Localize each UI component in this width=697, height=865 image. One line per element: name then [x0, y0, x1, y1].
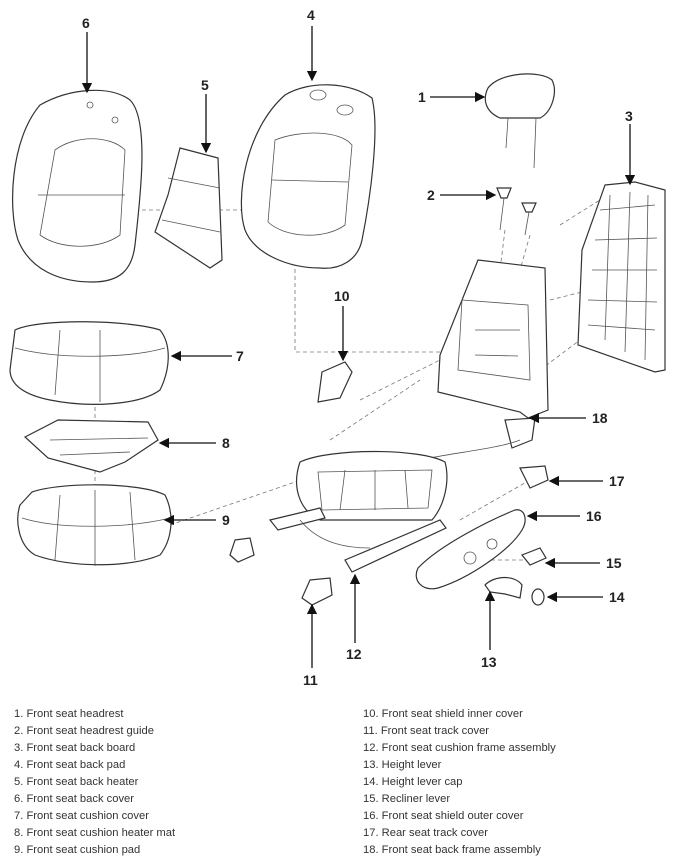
legend-item: 16. Front seat shield outer cover — [363, 810, 524, 822]
front-seat-cushion-frame-assembly — [268, 450, 448, 573]
legend-item: 6. Front seat back cover — [14, 793, 135, 805]
callout-14: 14 — [609, 589, 625, 605]
exploded-seat-diagram: 1 2 3 4 5 6 7 8 9 10 11 12 13 14 15 16 1… — [9, 7, 666, 688]
callout-4: 4 — [307, 7, 315, 23]
legend-item: 18. Front seat back frame assembly — [363, 844, 541, 856]
leader-arrows — [81, 26, 636, 668]
front-seat-headrest — [484, 73, 555, 169]
callout-2: 2 — [427, 187, 435, 203]
front-seat-back-pad — [240, 84, 376, 269]
legend-item: 8. Front seat cushion heater mat — [14, 827, 176, 839]
legend-item: 4. Front seat back pad — [14, 759, 126, 771]
diagram-canvas: 1 2 3 4 5 6 7 8 9 10 11 12 13 14 15 16 1… — [9, 7, 666, 688]
callout-15: 15 — [606, 555, 622, 571]
legend-item: 12. Front seat cushion frame assembly — [363, 742, 556, 754]
front-seat-headrest-guide — [496, 187, 537, 236]
front-seat-cushion-pad — [17, 484, 172, 566]
front-seat-back-board — [577, 181, 666, 373]
legend-item: 14. Height lever cap — [363, 776, 463, 788]
callout-6: 6 — [82, 15, 90, 31]
parts-legend: 1. Front seat headrest 2. Front seat hea… — [0, 700, 697, 865]
callout-17: 17 — [609, 473, 625, 489]
front-seat-track-cover — [229, 537, 333, 606]
legend-item: 11. Front seat track cover — [363, 725, 490, 737]
legend-right-column: 10. Front seat shield inner cover 11. Fr… — [363, 706, 556, 859]
legend-item: 10. Front seat shield inner cover — [363, 708, 523, 720]
callout-9: 9 — [222, 512, 230, 528]
height-lever — [484, 576, 523, 599]
legend-item: 15. Recliner lever — [363, 793, 451, 805]
front-seat-back-cover — [12, 89, 143, 283]
front-seat-back-heater — [154, 147, 223, 269]
callout-11: 11 — [303, 672, 318, 688]
callout-16: 16 — [586, 508, 602, 524]
legend-item: 1. Front seat headrest — [14, 708, 124, 720]
legend-item: 9. Front seat cushion pad — [14, 844, 141, 856]
front-seat-cushion-cover — [9, 321, 169, 405]
legend-item: 2. Front seat headrest guide — [14, 725, 154, 737]
callout-8: 8 — [222, 435, 230, 451]
callout-10: 10 — [334, 288, 350, 304]
legend-item: 7. Front seat cushion cover — [14, 810, 149, 822]
legend-item: 13. Height lever — [363, 759, 442, 771]
front-seat-shield-outer-cover — [415, 509, 526, 590]
legend-item: 5. Front seat back heater — [14, 776, 139, 788]
recliner-lever — [521, 547, 547, 566]
rear-seat-track-cover — [519, 465, 549, 489]
legend-left-column: 1. Front seat headrest 2. Front seat hea… — [14, 706, 175, 859]
front-seat-cushion-heater-mat — [23, 419, 159, 473]
callout-1: 1 — [418, 89, 426, 105]
callout-5: 5 — [201, 77, 209, 93]
legend-item: 3. Front seat back board — [14, 742, 136, 754]
front-seat-shield-inner-cover — [317, 361, 353, 403]
callout-12: 12 — [346, 646, 362, 662]
callout-13: 13 — [481, 654, 497, 670]
front-seat-back-frame-assembly — [429, 259, 549, 459]
callout-7: 7 — [236, 348, 244, 364]
callout-18: 18 — [592, 410, 608, 426]
callout-3: 3 — [625, 108, 633, 124]
height-lever-cap — [531, 588, 545, 606]
legend-item: 17. Rear seat track cover — [363, 827, 488, 839]
